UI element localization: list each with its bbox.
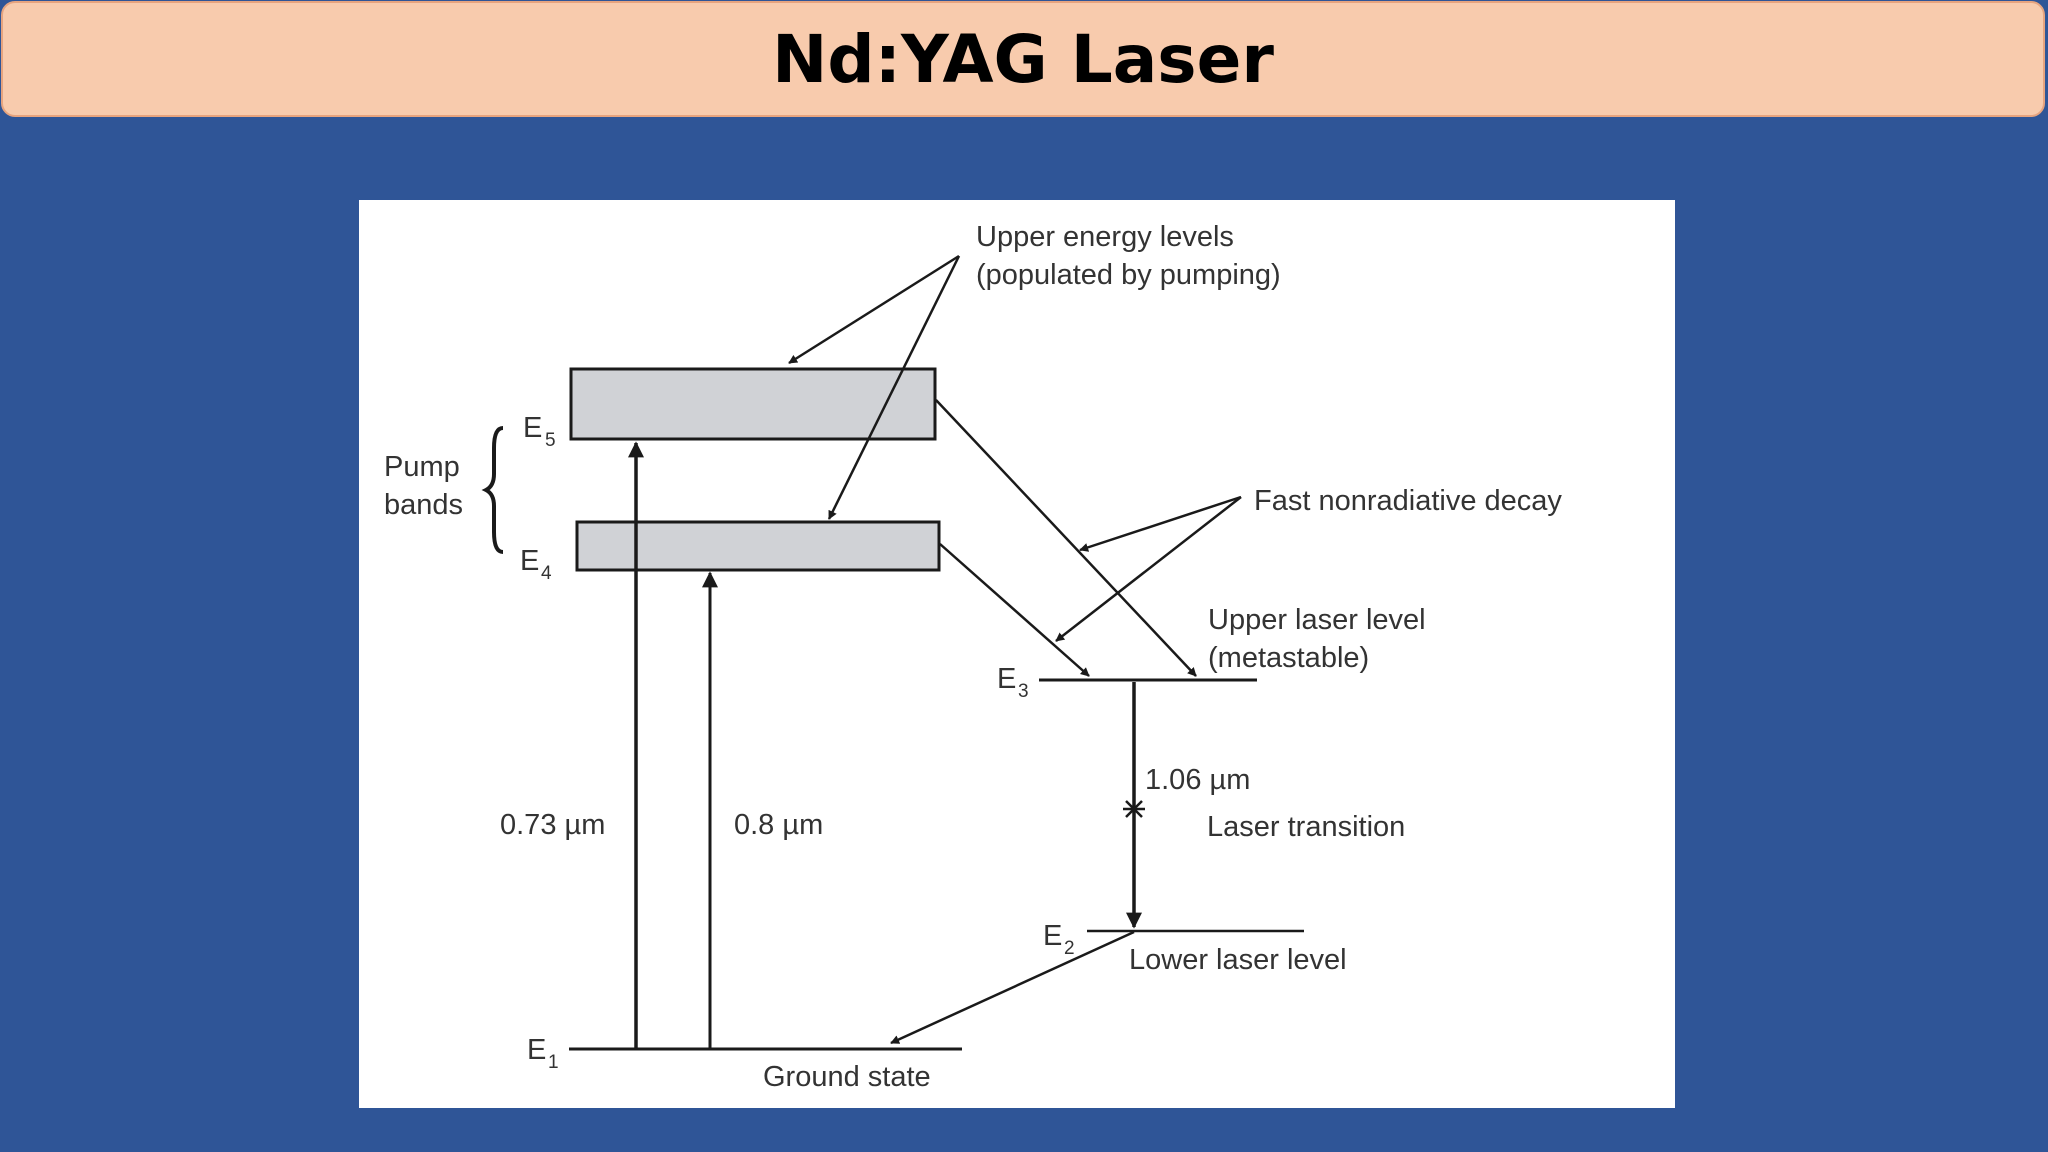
pointer-arrow-to-e4 bbox=[827, 255, 961, 520]
fast-decay-label: Fast nonradiative decay bbox=[1254, 485, 1562, 517]
decay-arrow-e5-to-e3 bbox=[935, 399, 1197, 677]
pump-bands-brace bbox=[481, 426, 504, 554]
level-label-e4: E 4 bbox=[520, 545, 552, 584]
energy-level-figure: Upper energy levels (populated by pumpin… bbox=[359, 200, 1675, 1108]
pump-bands-label: bands bbox=[384, 489, 463, 521]
pointer-arrow-to-e5 bbox=[788, 254, 960, 365]
title-bar: Nd:YAG Laser bbox=[1, 1, 2045, 117]
svg-text:5: 5 bbox=[545, 430, 556, 451]
level-label-e3: E 3 bbox=[997, 663, 1029, 702]
pump-label: Pump bbox=[384, 451, 460, 483]
wavelength-106-label: 1.06 µm bbox=[1145, 764, 1250, 796]
level-label-e1: E 1 bbox=[527, 1034, 559, 1073]
laser-transition-label: Laser transition bbox=[1207, 811, 1405, 843]
decay-arrow-e4-to-e3 bbox=[939, 543, 1090, 677]
slide-title: Nd:YAG Laser bbox=[772, 20, 1274, 98]
svg-text:E: E bbox=[997, 663, 1016, 695]
svg-text:2: 2 bbox=[1064, 938, 1075, 959]
upper-levels-sublabel: (populated by pumping) bbox=[976, 259, 1281, 291]
upper-laser-level-label: Upper laser level bbox=[1208, 604, 1426, 636]
pointer-arrow-fast-decay-1 bbox=[1079, 495, 1242, 552]
svg-text:3: 3 bbox=[1018, 681, 1029, 702]
svg-text:1: 1 bbox=[548, 1052, 559, 1073]
wavelength-073-label: 0.73 µm bbox=[500, 809, 605, 841]
level-label-e2: E 2 bbox=[1043, 920, 1075, 959]
upper-laser-level-sublabel: (metastable) bbox=[1208, 642, 1369, 674]
svg-text:E: E bbox=[1043, 920, 1062, 952]
svg-text:4: 4 bbox=[541, 563, 552, 584]
ground-state-label: Ground state bbox=[763, 1061, 931, 1093]
level-label-e5: E 5 bbox=[523, 412, 556, 451]
decay-arrow-e2-to-e1 bbox=[890, 930, 1135, 1045]
svg-text:E: E bbox=[520, 545, 539, 577]
lower-laser-level-label: Lower laser level bbox=[1129, 944, 1347, 976]
svg-text:E: E bbox=[523, 412, 542, 444]
svg-text:E: E bbox=[527, 1034, 546, 1066]
wavelength-08-label: 0.8 µm bbox=[734, 809, 823, 841]
pointer-arrow-fast-decay-2 bbox=[1055, 496, 1242, 642]
pump-band-e4 bbox=[575, 520, 941, 572]
energy-level-diagram: Upper energy levels (populated by pumpin… bbox=[384, 221, 1562, 1093]
pump-band-e5 bbox=[569, 367, 937, 441]
upper-levels-label: Upper energy levels bbox=[976, 221, 1234, 253]
laser-emission-star-icon bbox=[1123, 800, 1145, 818]
